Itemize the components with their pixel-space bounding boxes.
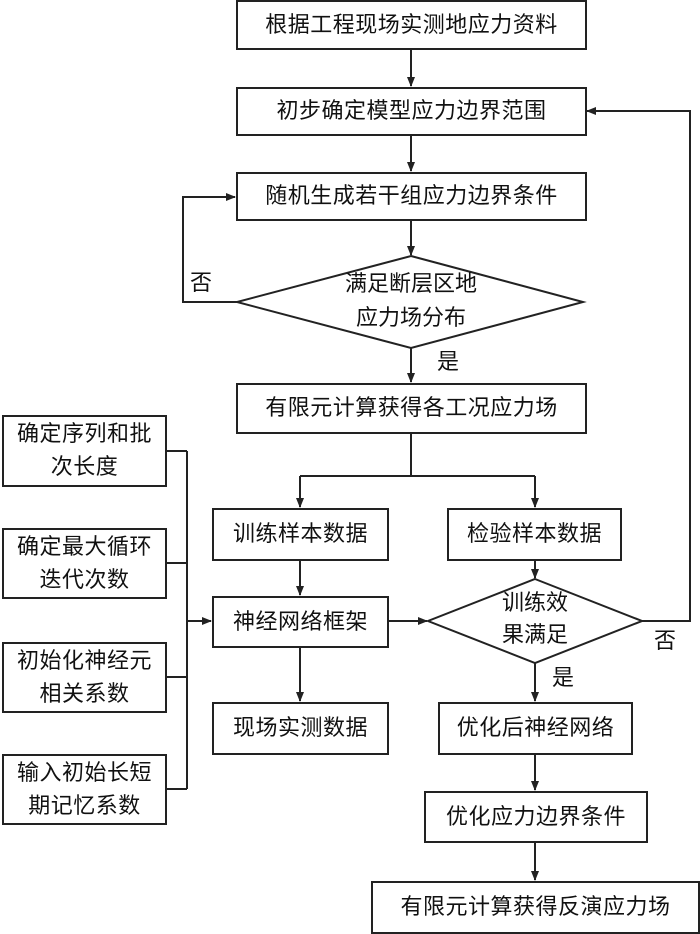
step-test-samples: 检验样本数据 bbox=[447, 508, 622, 561]
step-test-samples-text: 检验样本数据 bbox=[466, 522, 602, 547]
step-train-samples: 训练样本数据 bbox=[212, 508, 389, 561]
decision1-text: 满足断层区地 应力场分布 bbox=[311, 268, 511, 336]
decision1-yes-label: 是 bbox=[437, 350, 460, 375]
step-field-data: 根据工程现场实测地应力资料 bbox=[236, 0, 587, 50]
step-field-data-text: 根据工程现场实测地应力资料 bbox=[265, 12, 558, 38]
param-max-iterations-line1: 确定最大循环 bbox=[16, 534, 152, 560]
step-initial-range-text: 初步确定模型应力边界范围 bbox=[276, 99, 547, 124]
param-max-iterations: 确定最大循环 迭代次数 bbox=[2, 528, 167, 599]
decision2-no-label: 否 bbox=[654, 629, 677, 654]
step-optimized-nn-text: 优化后神经网络 bbox=[456, 716, 615, 741]
decision1-line2: 应力场分布 bbox=[355, 306, 466, 331]
step-nn-framework: 神经网络框架 bbox=[212, 596, 389, 648]
step-optimize-boundary-text: 优化应力边界条件 bbox=[445, 804, 626, 830]
step-nn-framework-text: 神经网络框架 bbox=[232, 609, 368, 635]
step-fem-cases-text: 有限元计算获得各工况应力场 bbox=[265, 396, 558, 421]
param-sequence-batch-line2: 次长度 bbox=[50, 455, 119, 480]
decision2-yes-label: 是 bbox=[552, 666, 575, 691]
param-max-iterations-line2: 迭代次数 bbox=[39, 567, 130, 593]
param-lstm-coefficients-line1: 输入初始长短 bbox=[16, 760, 152, 786]
param-init-neurons-line1: 初始化神经元 bbox=[16, 648, 152, 674]
step-measured-data: 现场实测数据 bbox=[212, 702, 389, 755]
param-init-neurons-line2: 相关系数 bbox=[39, 681, 130, 707]
decision1-diamond bbox=[233, 254, 587, 350]
step-measured-data-text: 现场实测数据 bbox=[232, 716, 368, 741]
param-lstm-coefficients: 输入初始长短 期记忆系数 bbox=[2, 754, 167, 825]
step-random-generate: 随机生成若干组应力边界条件 bbox=[236, 172, 587, 221]
step-initial-range: 初步确定模型应力边界范围 bbox=[236, 87, 587, 136]
decision1-line1: 满足断层区地 bbox=[344, 272, 477, 297]
step-optimize-boundary: 优化应力边界条件 bbox=[424, 791, 648, 843]
param-init-neurons: 初始化神经元 相关系数 bbox=[2, 642, 167, 713]
decision2-line2: 果满足 bbox=[501, 623, 568, 648]
arrow-decision1-no-loop bbox=[182, 193, 237, 303]
arrow-decision2-no-feedback bbox=[586, 107, 691, 622]
step-fem-inverse: 有限元计算获得反演应力场 bbox=[371, 881, 700, 934]
param-sequence-batch: 确定序列和批 次长度 bbox=[2, 415, 167, 487]
param-lstm-coefficients-line2: 期记忆系数 bbox=[28, 793, 141, 819]
param-sequence-batch-line1: 确定序列和批 bbox=[16, 422, 152, 447]
step-train-samples-text: 训练样本数据 bbox=[232, 522, 368, 547]
step-optimized-nn: 优化后神经网络 bbox=[438, 702, 633, 755]
step-fem-cases: 有限元计算获得各工况应力场 bbox=[236, 383, 587, 434]
decision2-diamond bbox=[425, 577, 645, 665]
decision2-text: 训练效 果满足 bbox=[475, 588, 595, 652]
step-random-generate-text: 随机生成若干组应力边界条件 bbox=[265, 184, 558, 209]
decision1-no-label: 否 bbox=[190, 271, 213, 296]
step-fem-inverse-text: 有限元计算获得反演应力场 bbox=[400, 895, 671, 920]
decision2-line1: 训练效 bbox=[501, 591, 568, 616]
